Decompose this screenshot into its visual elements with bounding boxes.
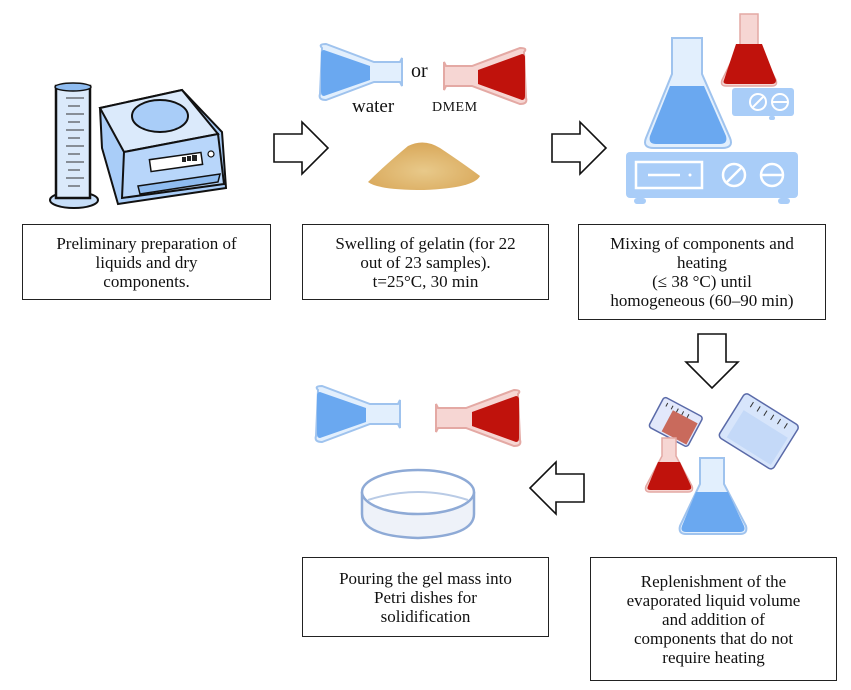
dmem-flask-icon [443,46,528,106]
step-1-text: components. [103,271,190,291]
step-4-box: Replenishment of the evaporated liquid v… [590,557,837,681]
arrow-right-icon [273,120,330,176]
step-4-text: require heating [662,647,765,667]
beaker-icon [648,393,799,470]
step-2-box: Swelling of gelatin (for 22 out of 23 sa… [302,224,549,300]
arrow-left-icon [528,460,585,516]
gelatin-powder-icon [368,142,480,190]
step-2-text: t=25°C, 30 min [372,271,479,291]
step-5-text: Petri dishes for [374,587,477,607]
step-1-text: Preliminary preparation of [56,233,237,253]
step-5-text: Pouring the gel mass into [339,568,512,588]
step-2-text: out of 23 samples). [360,252,491,272]
step-2-text: Swelling of gelatin (for 22 [335,233,516,253]
step-3-box: Mixing of components and heating (≤ 38 °… [578,224,826,320]
step-4-text: components that do not [633,628,794,648]
step-4-text: and addition of [662,609,765,629]
step-1-text: liquids and dry [95,252,198,272]
step-3-text: homogeneous (60–90 min) [610,291,794,310]
petri-dish-icon [360,468,476,540]
step-1-box: Preliminary preparation of liquids and d… [22,224,271,300]
step-5-box: Pouring the gel mass into Petri dishes f… [302,557,549,637]
step-4-text: evaporated liquid volume [626,590,801,610]
dmem-flask-icon [435,388,522,448]
step-3-text: Mixing of components and [610,234,794,253]
erlenmeyer-flask-icon [678,457,748,535]
erlenmeyer-flask-icon [644,437,694,493]
water-label: water [352,96,395,117]
or-label: or [411,60,428,82]
step-4-text: Replenishment of the [640,571,787,591]
graduated-cylinder-icon [49,82,99,209]
water-flask-icon [314,384,401,444]
step-5-text: solidification [380,606,471,626]
step-3-text: heating [676,253,728,272]
step-3-text: (≤ 38 °C) until [652,272,752,291]
lab-scale-icon [98,88,228,206]
arrow-right-icon [551,120,608,176]
hotplate-stirrer-icon [626,13,798,204]
water-flask-icon [318,42,403,102]
arrow-down-icon [684,333,740,390]
dmem-label: DMEM [432,100,478,115]
